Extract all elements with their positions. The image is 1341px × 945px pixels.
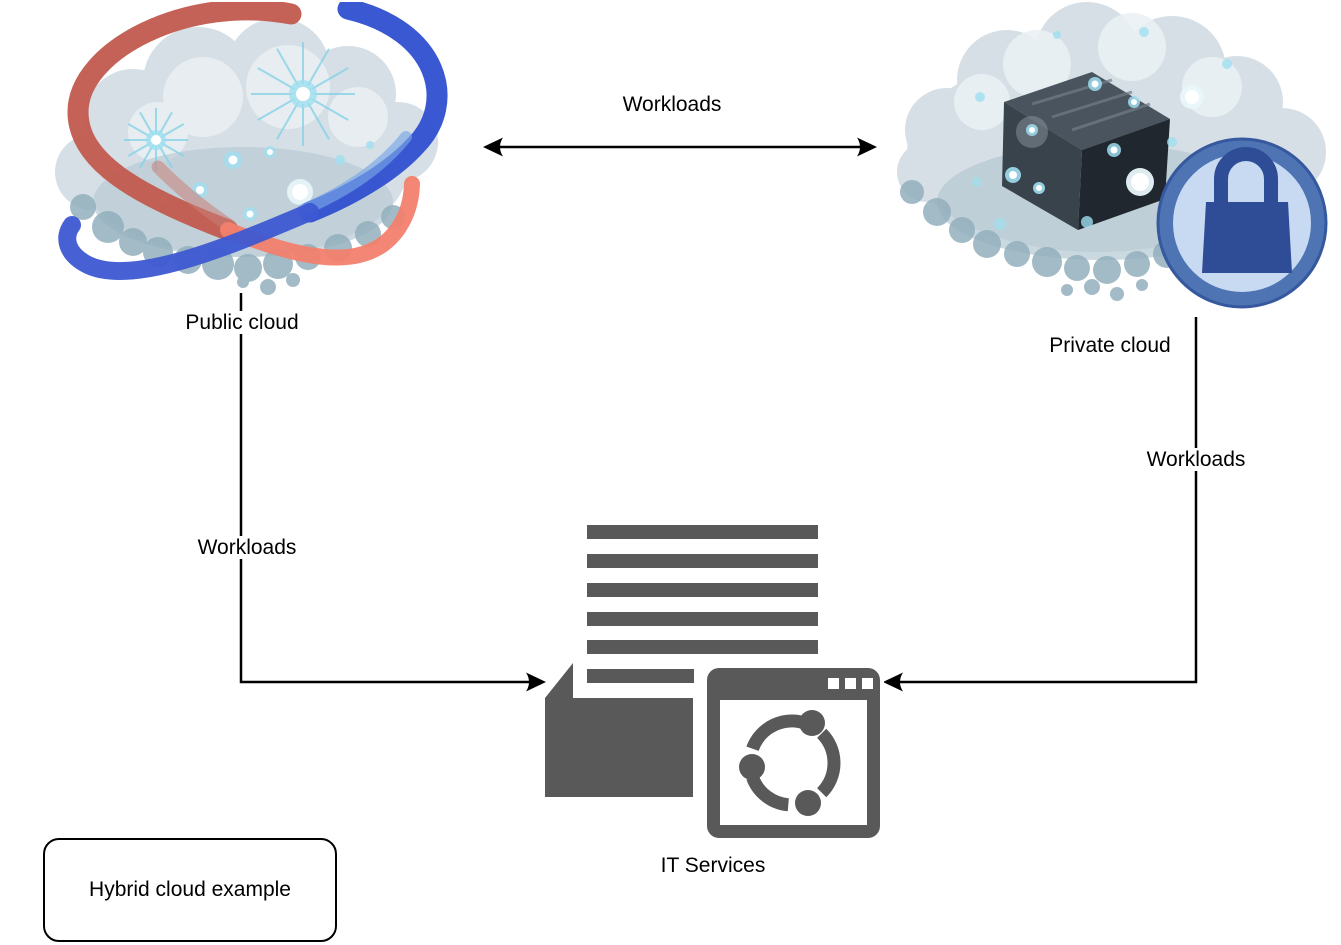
right-connector [896, 317, 1198, 684]
public-cloud-label: Public cloud [181, 311, 303, 334]
it-services-icon [541, 525, 884, 842]
sync-icon [739, 710, 841, 816]
workloads-top-label: Workloads [618, 93, 726, 116]
private-cloud-icon [897, 2, 1328, 309]
orbit-rings-icon [58, 2, 448, 281]
glow-dots [128, 80, 374, 237]
left-connector [239, 293, 533, 684]
legend-box: Hybrid cloud example [43, 838, 337, 942]
lock-icon [1156, 137, 1328, 309]
private-cloud-label: Private cloud [1045, 334, 1175, 357]
starburst-icon [124, 42, 355, 172]
arrowhead-right-icon [857, 137, 877, 157]
browser-window-icon [703, 664, 884, 842]
it-services-label: IT Services [656, 854, 770, 877]
document-icon [541, 651, 697, 801]
arrowhead-left-icon [483, 137, 503, 157]
arrowhead-into-it-right-icon [883, 672, 903, 692]
workloads-right-label: Workloads [1142, 448, 1250, 471]
public-cloud-icon [55, 2, 448, 295]
glow-dots [972, 27, 1232, 230]
legend-label: Hybrid cloud example [89, 878, 291, 901]
arrowhead-into-it-left-icon [526, 672, 546, 692]
text-bars-icon [587, 525, 818, 683]
server-box-icon [1002, 72, 1170, 230]
workloads-left-label: Workloads [193, 536, 301, 559]
